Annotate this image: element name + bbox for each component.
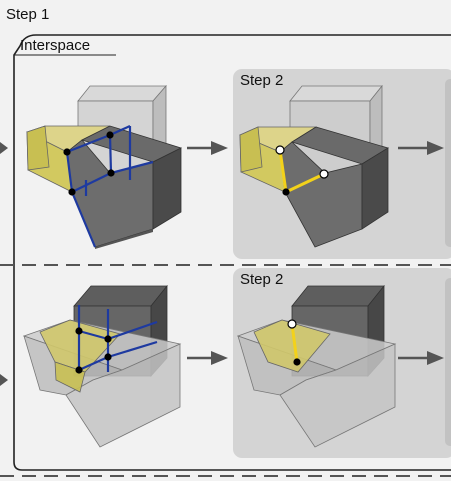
arrow-bottom-2 <box>398 351 444 365</box>
geometry-bottom-step1 <box>22 284 182 448</box>
step1-label: Step 1 <box>6 6 50 23</box>
arrow-bottom-1 <box>187 351 228 365</box>
geometry-top-step2 <box>238 84 389 248</box>
geometry-top-step1 <box>25 84 183 249</box>
incoming-arrow-bottom <box>0 374 8 386</box>
step3-panel-top <box>445 79 451 247</box>
arrow-top-2 <box>398 141 444 155</box>
step2-bottom-label: Step 2 <box>240 271 284 288</box>
step2-top-label: Step 2 <box>240 72 284 89</box>
step3-panel-bottom <box>445 278 451 446</box>
arrow-top-1 <box>187 141 228 155</box>
incoming-arrow-top <box>0 142 8 154</box>
interspace-label: Interspace <box>20 37 91 54</box>
geometry-bottom-step2 <box>236 284 397 448</box>
